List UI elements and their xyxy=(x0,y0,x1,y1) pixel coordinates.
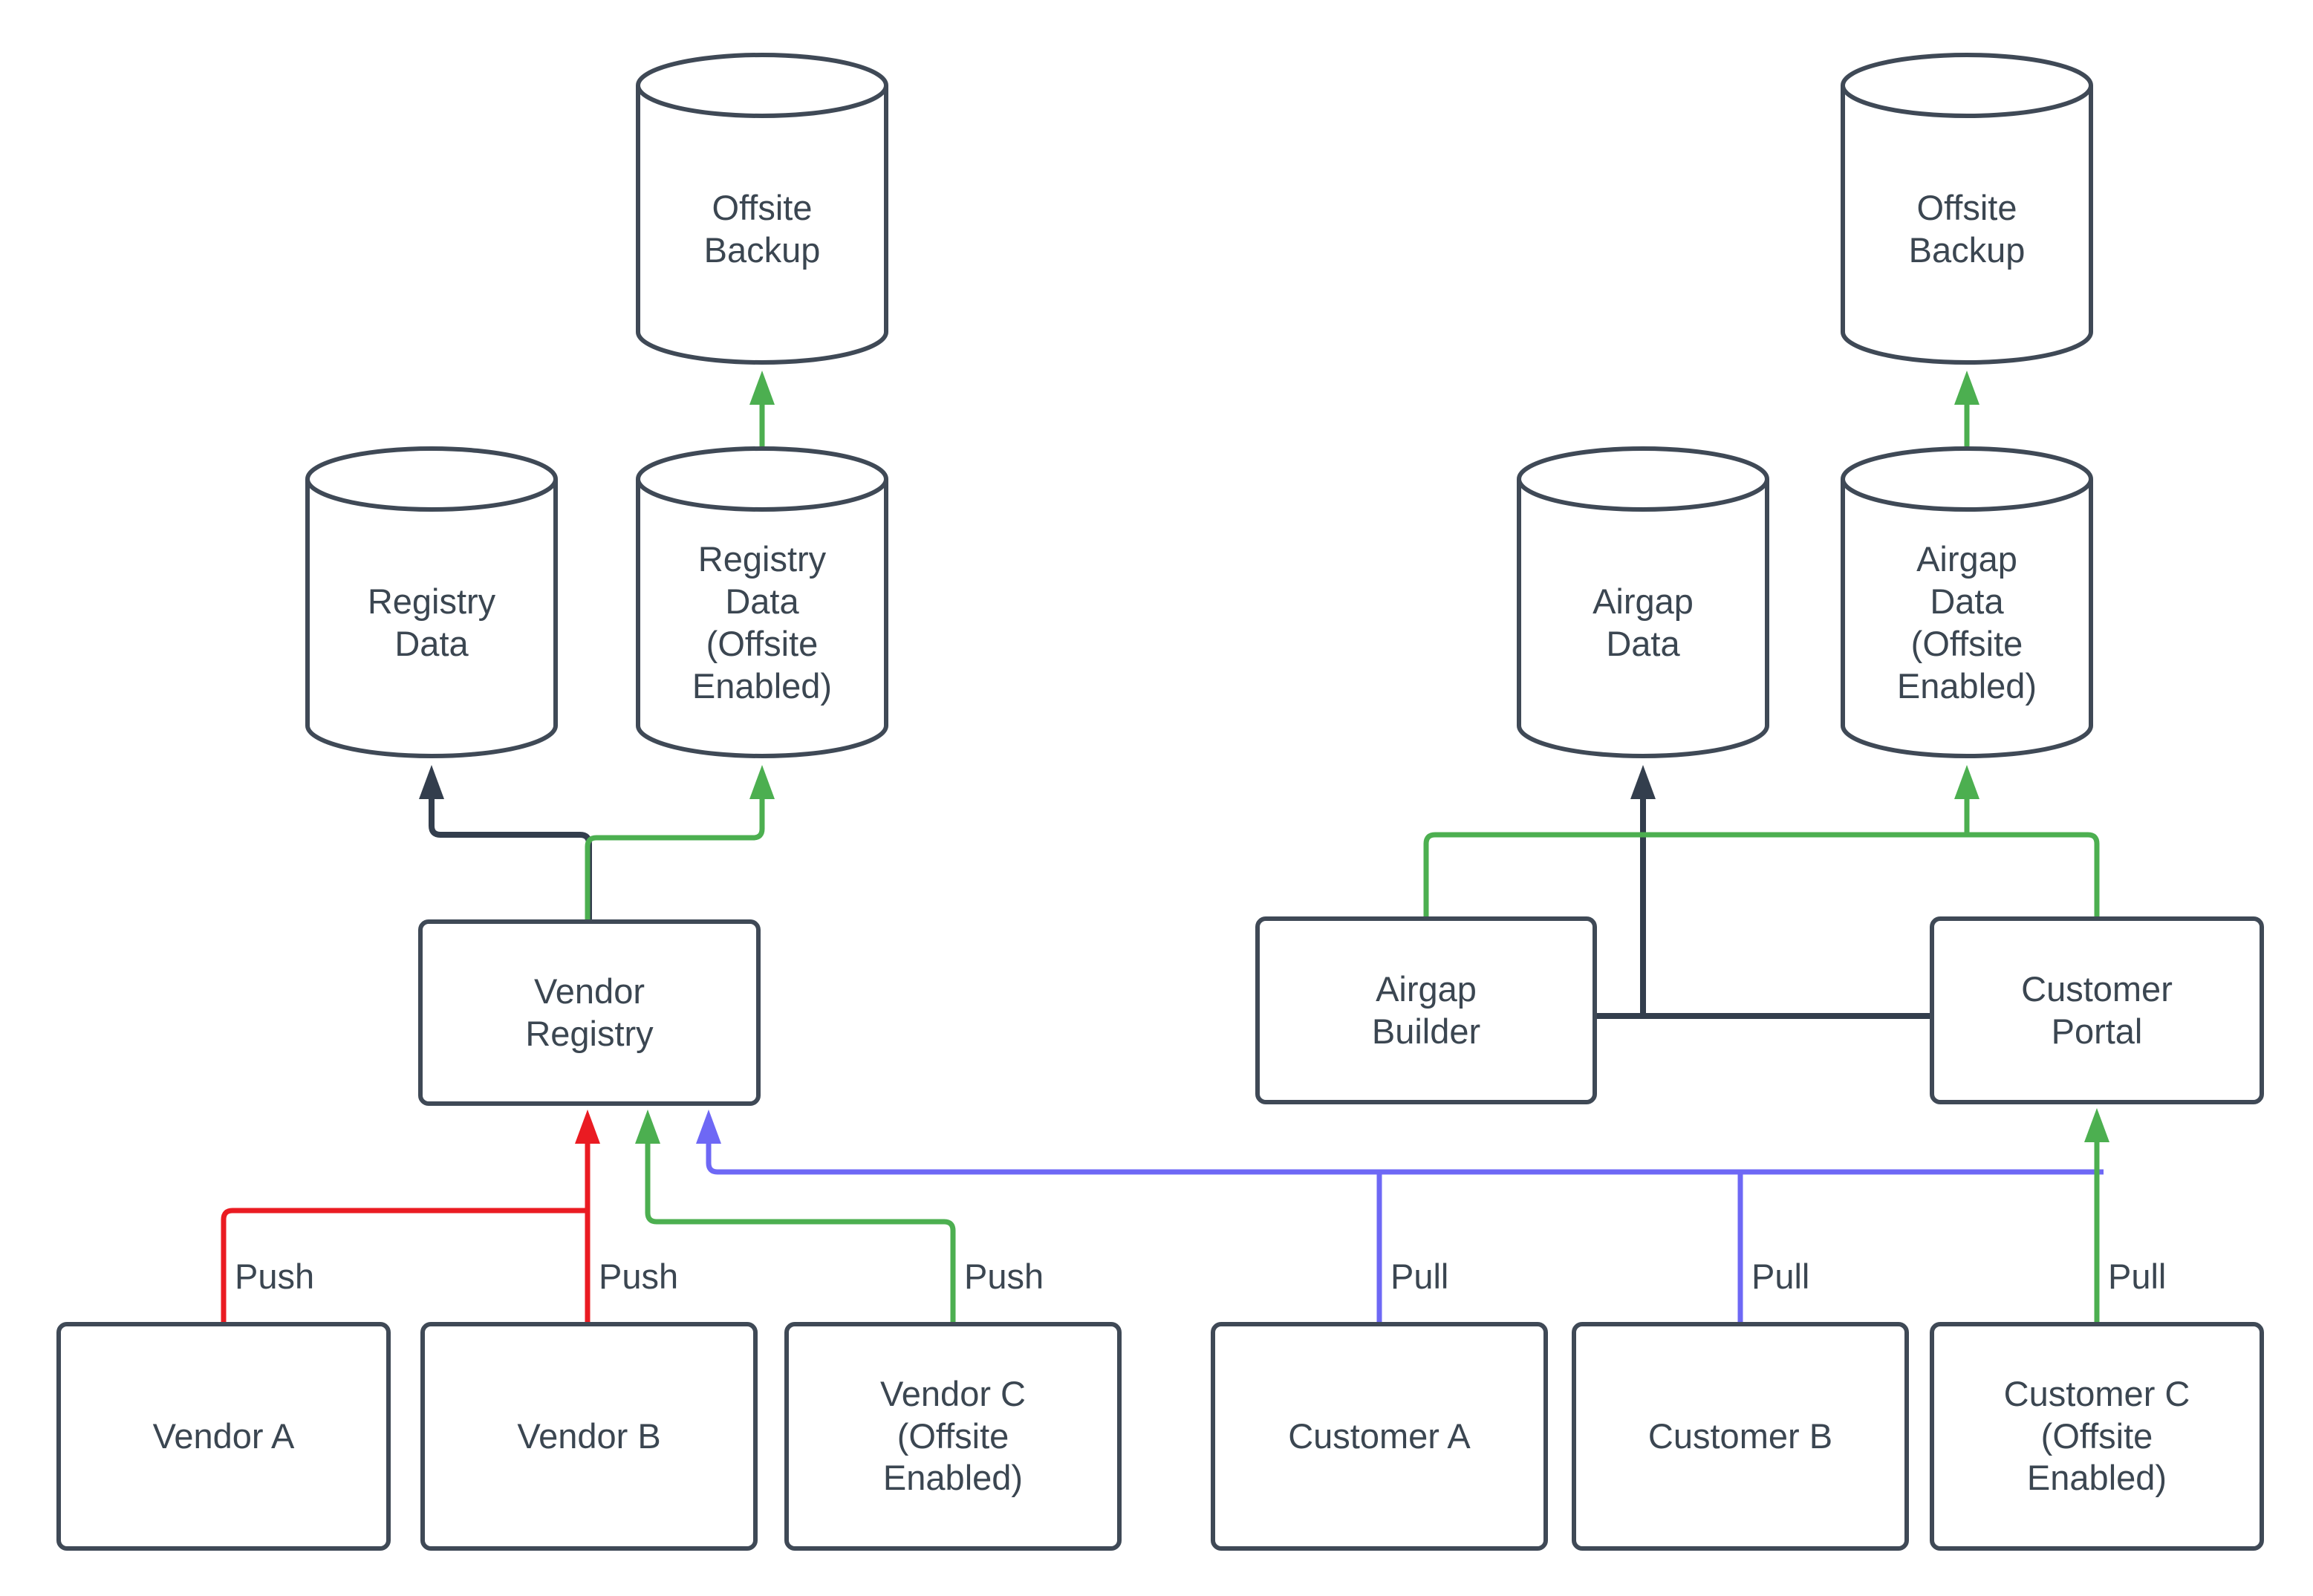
airgap-data-cylinder-shape xyxy=(1517,446,1769,758)
offsite-backup-left: Offsite Backup xyxy=(636,53,888,365)
pull-customer-a-label: Pull xyxy=(1390,1257,1449,1296)
edge-customers-pull-to-vendor-registry xyxy=(706,1139,2104,1175)
edge-to-airgap-data-offsite-arrowhead xyxy=(1954,765,1979,799)
customer-c: Customer C (Offsite Enabled) xyxy=(1930,1322,2264,1551)
pull-customer-b-label: Pull xyxy=(1751,1257,1810,1296)
airgap-data-offsite-label: Airgap Data (Offsite Enabled) xyxy=(1896,539,2037,706)
registry-data-cylinder-shape xyxy=(305,446,558,758)
registry-data-offsite-cylinder-shape xyxy=(636,446,888,758)
vendor-b: Vendor B xyxy=(420,1322,758,1551)
airgap-builder-label: Airgap Builder xyxy=(1371,968,1481,1051)
edge-registry-offsite-to-offsite-backup-arrowhead xyxy=(749,371,775,405)
push-vendor-a-label: Push xyxy=(235,1257,315,1296)
registry-data-label: Registry Data xyxy=(367,582,496,663)
customer-a-label: Customer A xyxy=(1288,1416,1471,1456)
offsite-backup-right-cylinder-shape xyxy=(1841,53,2093,365)
edge-customers-pull-to-vendor-registry-arrowhead xyxy=(696,1110,721,1144)
edge-vendor-registry-to-registry-data-arrowhead xyxy=(419,765,444,799)
airgap-data-label: Airgap Data xyxy=(1593,582,1694,663)
vendor-a-label: Vendor A xyxy=(152,1416,295,1456)
edge-portal-builder-top-link xyxy=(1423,832,2100,916)
vendor-b-label: Vendor B xyxy=(517,1416,661,1456)
customer-b-label: Customer B xyxy=(1647,1416,1833,1456)
edge-vendor-registry-to-registry-data-offsite-arrowhead xyxy=(749,765,775,799)
edge-to-airgap-data-arrowhead xyxy=(1630,765,1656,799)
offsite-backup-left-label: Offsite Backup xyxy=(703,188,821,270)
push-vendor-b-label: Push xyxy=(599,1257,679,1296)
customer-portal: Customer Portal xyxy=(1930,916,2264,1104)
offsite-backup-right: Offsite Backup xyxy=(1841,53,2093,365)
offsite-backup-left-cylinder-shape xyxy=(636,53,888,365)
offsite-backup-right-label: Offsite Backup xyxy=(1908,188,2026,270)
edge-vendor-b-push-arrowhead xyxy=(575,1110,600,1144)
customer-portal-label: Customer Portal xyxy=(2021,968,2173,1051)
customer-a: Customer A xyxy=(1211,1322,1548,1551)
airgap-builder: Airgap Builder xyxy=(1255,916,1597,1104)
vendor-c: Vendor C (Offsite Enabled) xyxy=(784,1322,1122,1551)
edge-vendor-registry-to-registry-data xyxy=(429,795,592,919)
edge-vendor-c-push-arrowhead xyxy=(635,1110,660,1144)
vendor-a: Vendor A xyxy=(56,1322,391,1551)
push-vendor-c-label: Push xyxy=(964,1257,1044,1296)
pull-customer-c-label: Pull xyxy=(2108,1257,2167,1296)
registry-data: Registry Data xyxy=(305,446,558,758)
airgap-data-offsite-cylinder-shape xyxy=(1841,446,2093,758)
edge-vendor-c-push xyxy=(645,1139,956,1322)
registry-data-offsite: Registry Data (Offsite Enabled) xyxy=(636,446,888,758)
edge-vendor-registry-to-registry-data-offsite xyxy=(585,795,765,919)
edge-vendor-a-push xyxy=(221,1208,589,1322)
airgap-data-offsite: Airgap Data (Offsite Enabled) xyxy=(1841,446,2093,758)
registry-data-offsite-label: Registry Data (Offsite Enabled) xyxy=(692,539,833,706)
vendor-registry: Vendor Registry xyxy=(418,919,761,1106)
edge-airgap-offsite-to-offsite-backup-arrowhead xyxy=(1954,371,1979,405)
airgap-data: Airgap Data xyxy=(1517,446,1769,758)
customer-b: Customer B xyxy=(1572,1322,1909,1551)
vendor-registry-label: Vendor Registry xyxy=(525,971,654,1053)
edge-customer-c-pull-arrowhead xyxy=(2084,1108,2109,1142)
customer-c-label: Customer C (Offsite Enabled) xyxy=(2003,1373,2190,1498)
vendor-c-label: Vendor C (Offsite Enabled) xyxy=(880,1373,1026,1498)
